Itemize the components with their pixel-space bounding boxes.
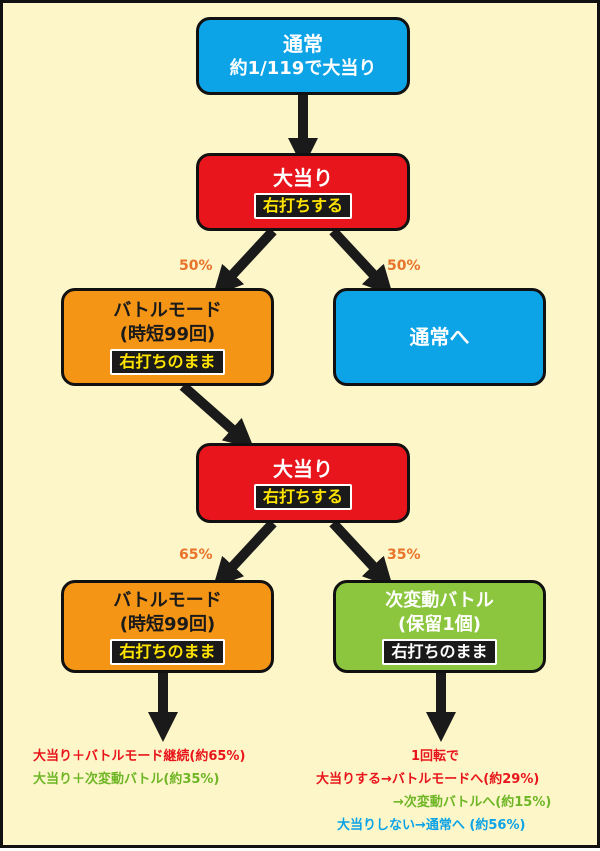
battle1-action: 右打ちのまま [110, 349, 225, 375]
outcome-left-line-2: 大当り＋次変動バトル(約35%) [33, 772, 220, 787]
outcome-left-line-1: 大当り＋バトルモード継続(約65%) [33, 749, 246, 764]
arrow-hit1-to-battle1 [212, 227, 277, 297]
hit1-action: 右打ちする [253, 193, 352, 219]
hit1-title: 大当り [273, 166, 333, 190]
split2-right-pct: 35% [387, 547, 421, 563]
back-to-normal-box: 通常へ [333, 288, 546, 386]
outcome-right-line-1: 1回転で [411, 749, 460, 764]
battle2-action: 右打ちのまま [110, 638, 225, 665]
arrow-hit2-to-next-battle [329, 519, 394, 589]
battle2-title: バトルモード [113, 589, 222, 611]
start-normal-box: 通常 約1/119で大当り [196, 17, 410, 95]
arrow-hit2-to-battle2 [212, 519, 277, 589]
next-battle-subtitle: (保留1個) [398, 613, 481, 635]
hit2-box: 大当り 右打ちする [196, 443, 410, 523]
split1-right-pct: 50% [387, 258, 421, 274]
flow-arrows [148, 95, 456, 742]
start-title: 通常 [283, 32, 323, 56]
outcome-right-line-3: →次変動バトルへ(約15%) [393, 795, 552, 810]
outcome-right-line-4: 大当りしない→通常へ (約56%) [337, 818, 526, 833]
outcome-right-line-2: 大当りする→バトルモードへ(約29%) [316, 772, 540, 787]
split1-left-pct: 50% [179, 258, 213, 274]
arrow-hit1-to-normal [329, 227, 394, 297]
next-battle-action: 右打ちのまま [382, 638, 497, 665]
battle-mode-box-2: バトルモード (時短99回) 右打ちのまま [61, 580, 274, 673]
hit2-action: 右打ちする [253, 484, 352, 510]
battle2-subtitle: (時短99回) [119, 613, 216, 635]
battle1-subtitle: (時短99回) [119, 324, 216, 345]
arrow-battle1-to-hit2 [179, 382, 255, 449]
split2-left-pct: 65% [179, 547, 213, 563]
back-normal-title: 通常へ [409, 325, 470, 349]
battle1-title: バトルモード [113, 300, 222, 321]
start-subtitle: 約1/119で大当り [229, 58, 377, 79]
battle-mode-box-1: バトルモード (時短99回) 右打ちのまま [61, 288, 274, 386]
hit2-title: 大当り [273, 457, 333, 481]
hit1-box: 大当り 右打ちする [196, 153, 410, 231]
next-battle-title: 次変動バトル [385, 589, 494, 611]
next-battle-box: 次変動バトル (保留1個) 右打ちのまま [333, 580, 546, 673]
